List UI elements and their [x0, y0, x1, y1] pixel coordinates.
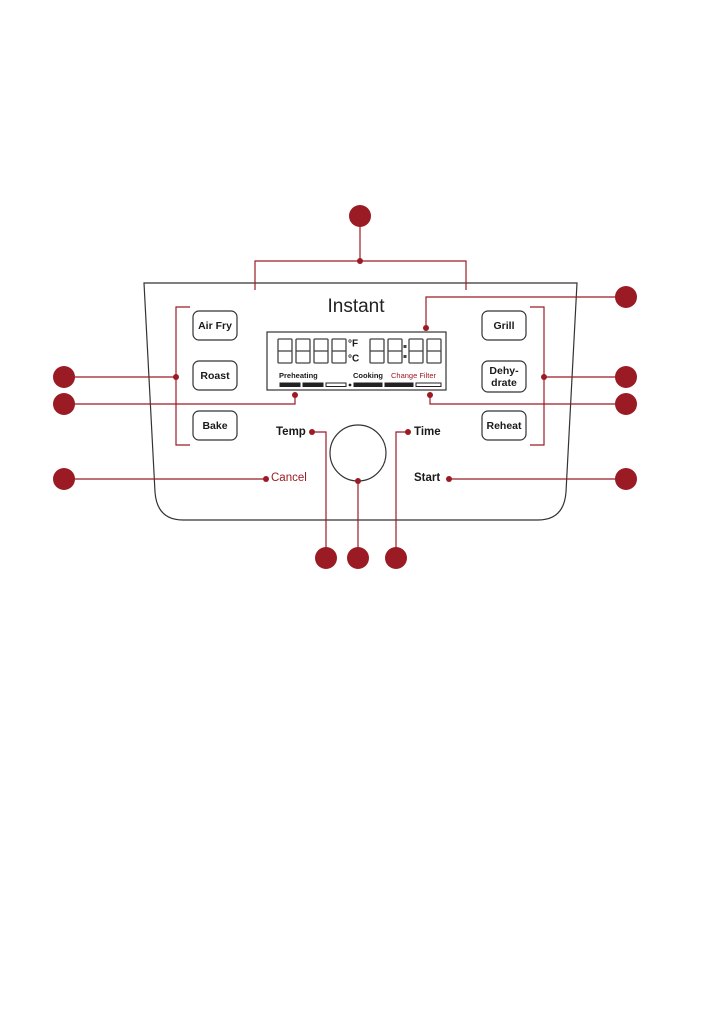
callout-marker-logo — [615, 286, 637, 308]
svg-text:Air Fry: Air Fry — [198, 320, 232, 332]
callout-marker-change-filter — [615, 393, 637, 415]
change-filter-label: Change Filter — [391, 371, 437, 380]
time-label: Time — [414, 426, 441, 438]
callout-marker-top — [349, 205, 371, 227]
svg-text:Bake: Bake — [202, 420, 227, 432]
svg-text:Roast: Roast — [200, 370, 230, 382]
bake-button[interactable]: Bake — [193, 411, 237, 440]
start-label: Start — [414, 472, 440, 484]
callout-marker-left-buttons — [53, 366, 75, 388]
dehydrate-button[interactable]: Dehy- drate — [482, 361, 526, 392]
control-dial[interactable] — [330, 425, 386, 481]
svg-text:Reheat: Reheat — [486, 420, 522, 432]
progress-bars — [280, 383, 441, 387]
svg-text:Dehy-: Dehy- — [489, 365, 519, 377]
instant-logo: Instant — [327, 296, 385, 317]
time-digits — [370, 339, 441, 363]
roast-button[interactable]: Roast — [193, 361, 237, 390]
callout-marker-dial — [347, 547, 369, 569]
fahrenheit-label: °F — [348, 339, 358, 350]
grill-button[interactable]: Grill — [482, 311, 526, 340]
callout-marker-time — [385, 547, 407, 569]
callout-marker-preheating — [53, 393, 75, 415]
cancel-label: Cancel — [271, 472, 307, 484]
callout-marker-cancel — [53, 468, 75, 490]
preheating-label: Preheating — [279, 371, 318, 380]
air-fry-button[interactable]: Air Fry — [193, 311, 237, 340]
reheat-button[interactable]: Reheat — [482, 411, 526, 440]
temperature-digits — [278, 339, 346, 363]
temp-label: Temp — [276, 426, 306, 438]
celsius-label: °C — [348, 354, 359, 365]
callout-marker-start — [615, 468, 637, 490]
svg-text:Grill: Grill — [493, 320, 514, 332]
callout-marker-right-buttons — [615, 366, 637, 388]
callout-marker-temp — [315, 547, 337, 569]
cooking-label: Cooking — [353, 371, 383, 380]
svg-text:drate: drate — [491, 377, 517, 389]
